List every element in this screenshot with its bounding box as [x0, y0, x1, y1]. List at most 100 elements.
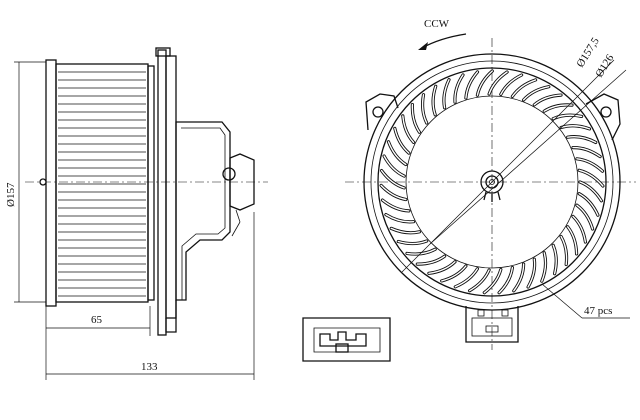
hub-outer	[480, 170, 504, 194]
fan-blade	[401, 114, 416, 144]
fan-blade-highlight	[552, 244, 557, 275]
fan-blade-highlight	[468, 269, 490, 292]
wheel-end-plate	[45, 59, 57, 307]
rotation-arrow	[421, 33, 467, 49]
mount-hole-left	[372, 106, 384, 118]
fan-blade-highlight	[567, 226, 578, 255]
fan-blade-highlight	[560, 125, 591, 130]
fan-blade-highlight	[387, 141, 407, 166]
fan-blade-highlight	[500, 74, 523, 96]
fan-blade-highlight	[406, 248, 436, 255]
fan-blade-highlight	[522, 86, 550, 101]
label-diameter-inner: Ø126	[593, 52, 616, 80]
label-overall-length: 133	[141, 361, 158, 373]
motor-end-cap	[229, 153, 255, 211]
fan-blade-highlight	[454, 74, 464, 103]
front-connector	[465, 306, 519, 343]
connector-inner	[313, 327, 381, 353]
wheel-inner-ring	[405, 95, 579, 269]
fan-blades	[379, 69, 605, 295]
fan-blade-highlight	[394, 127, 410, 154]
mount-hole-right	[600, 106, 612, 118]
fan-blade	[380, 198, 411, 213]
fan-blade-highlight	[380, 184, 407, 201]
fan-blade-highlight	[552, 114, 583, 120]
label-rotation: CCW	[424, 18, 450, 30]
rotation-arrowhead	[418, 42, 428, 50]
mount-ear-right	[585, 93, 621, 141]
motor-tab	[235, 209, 241, 223]
housing-outer	[363, 53, 621, 311]
fan-blade-highlight	[432, 85, 437, 116]
fan-blade-highlight	[576, 158, 604, 172]
fan-blade-highlight	[397, 240, 428, 245]
fan-blade-highlight	[572, 146, 601, 158]
motor-inner-contour	[181, 127, 226, 300]
fan-blade-highlight	[465, 71, 479, 99]
connector-latch	[335, 343, 349, 353]
fan-blade-highlight	[576, 204, 594, 230]
front-connector-pin-a	[477, 309, 485, 317]
wheel-blades	[58, 71, 146, 297]
connector-detail	[302, 317, 391, 362]
motor-tab-2	[231, 221, 241, 237]
fan-blade	[532, 93, 563, 107]
fan-blade-highlight	[488, 71, 508, 95]
motor-body	[175, 121, 231, 301]
fan-blade-highlight	[527, 258, 536, 288]
mount-ear-left	[365, 93, 399, 131]
label-blade-count: 47 pcs	[584, 305, 612, 317]
front-connector-pin-c	[485, 325, 499, 333]
fan-blade-highlight	[498, 266, 514, 294]
fan-blade	[464, 70, 480, 100]
leader-diameter-outer	[401, 59, 615, 273]
wheel-body	[55, 63, 149, 303]
fan-blade-highlight	[385, 213, 415, 223]
side-view: Ø157 65 133	[5, 47, 268, 380]
fan-blade-highlight	[454, 268, 479, 288]
fan-blade-highlight	[390, 227, 421, 234]
fan-blade-highlight	[560, 235, 568, 266]
connector-side	[165, 300, 177, 333]
wheel-outer	[377, 67, 607, 297]
fan-blade-highlight	[428, 261, 456, 274]
label-depth-wheel: 65	[91, 314, 103, 326]
fan-blade-highlight	[416, 255, 446, 265]
front-connector-pin-b	[501, 309, 509, 317]
fan-blade-highlight	[476, 70, 493, 96]
housing-step	[165, 55, 177, 319]
fan-blade-highlight	[572, 215, 587, 243]
shaft-nub	[39, 178, 47, 186]
fan-blade-highlight	[411, 103, 421, 133]
housing-plate	[157, 49, 167, 336]
label-diameter-side: Ø157	[5, 182, 17, 207]
fan-blade-highlight	[579, 181, 603, 202]
housing-second	[370, 60, 614, 304]
leader-diameter-inner	[429, 69, 627, 245]
fan-blade-highlight	[483, 268, 502, 294]
fan-blade-highlight	[511, 79, 537, 98]
front-view: CCW Ø157,5 Ø126 47 pcs	[345, 18, 636, 350]
fan-blade-highlight	[441, 265, 467, 282]
fan-blade-highlight	[380, 169, 405, 189]
fan-blade-highlight	[443, 79, 450, 109]
hub-clip	[483, 191, 501, 202]
hub-shaft	[489, 179, 495, 185]
connector-pins	[319, 331, 367, 347]
motor-shaft-circle	[222, 167, 236, 181]
fan-blade-highlight	[421, 94, 428, 124]
leader-blade-count	[541, 283, 583, 319]
fan-blade-highlight	[533, 94, 562, 106]
fan-blade-highlight	[567, 135, 597, 144]
connector-outline	[302, 317, 391, 362]
fan-blade	[512, 262, 526, 293]
housing-flange-top	[155, 47, 171, 57]
fan-blade-highlight	[381, 199, 410, 212]
hub-inner	[485, 175, 499, 189]
fan-blade-highlight	[402, 115, 415, 143]
fan-blade-highlight	[383, 155, 405, 177]
fan-blade-highlight	[578, 193, 599, 216]
fan-blade-highlight	[541, 252, 547, 282]
wheel-rim	[147, 65, 155, 301]
